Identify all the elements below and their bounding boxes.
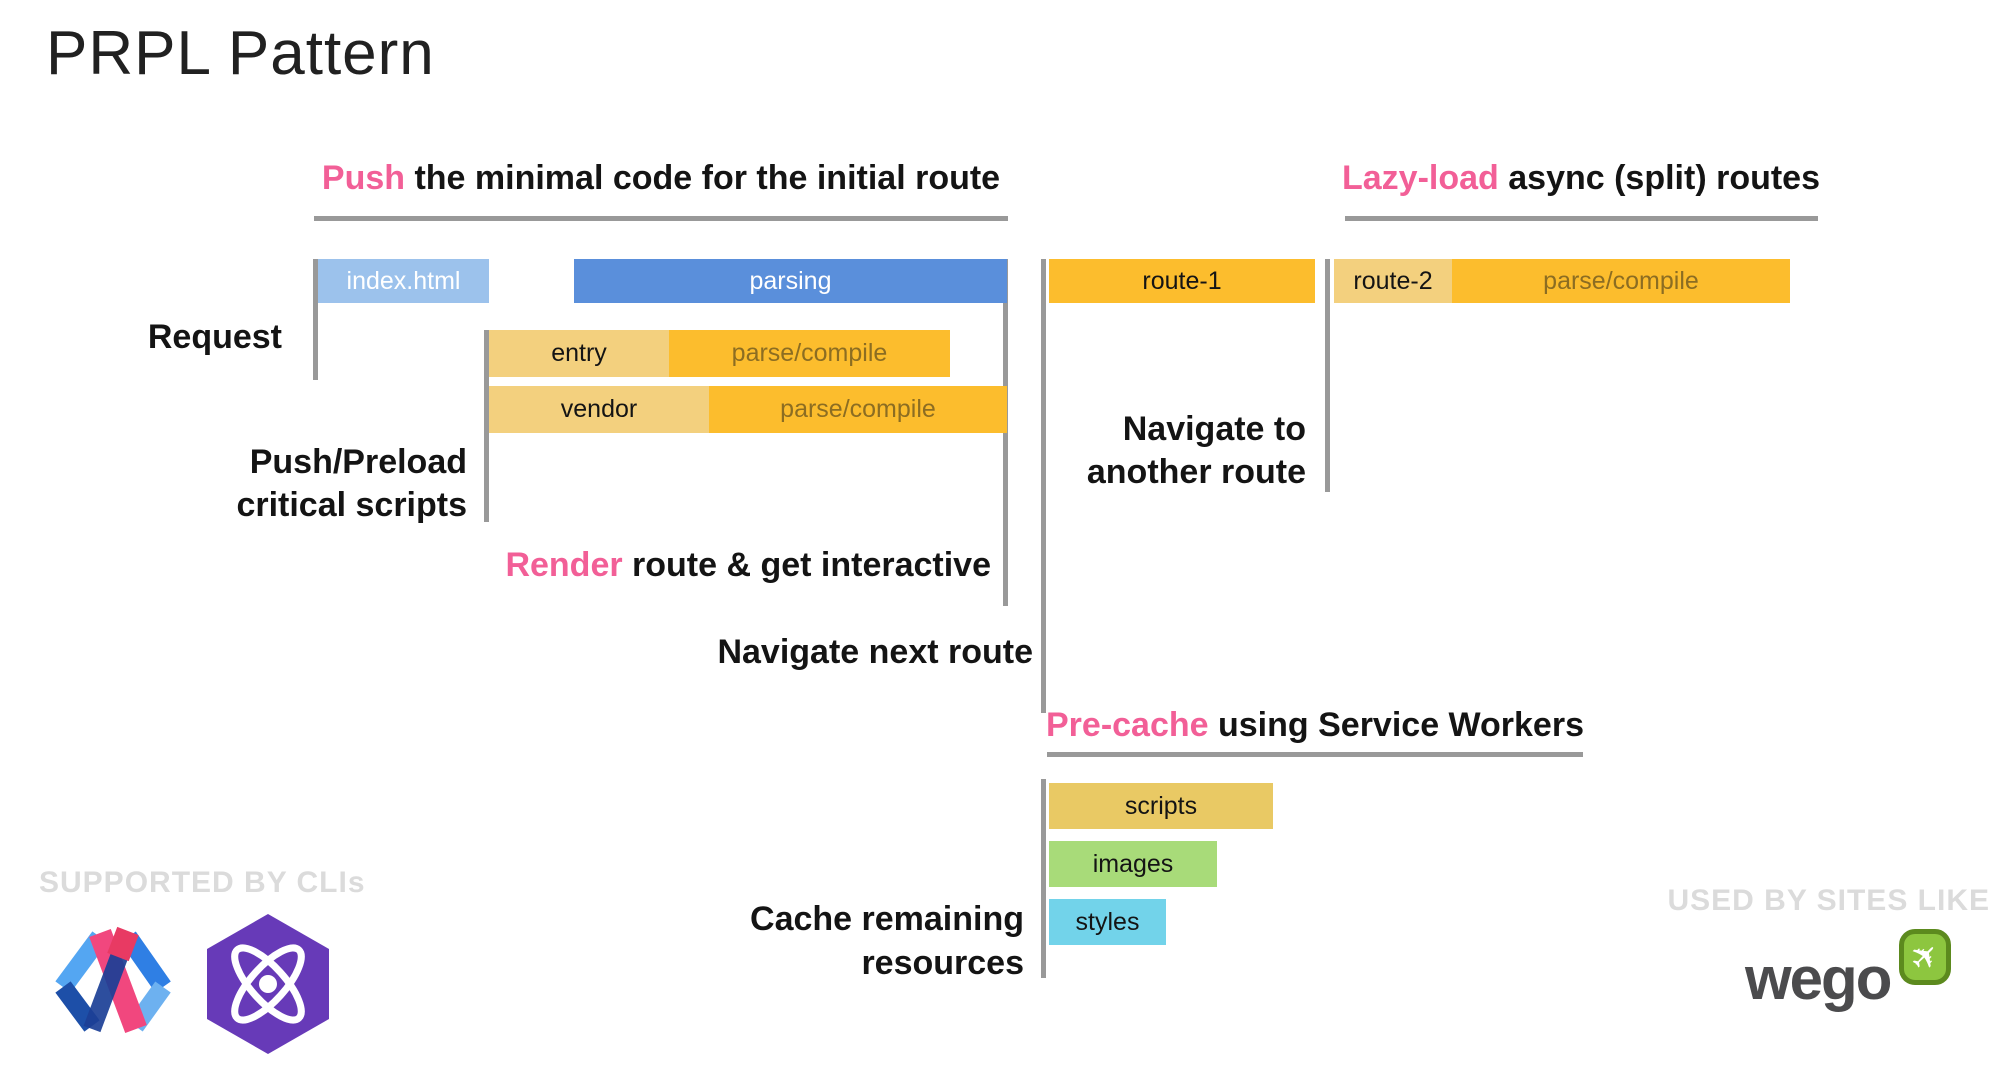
push-underline — [314, 216, 1008, 221]
request-label: Request — [147, 318, 282, 356]
navigate-another-line2: another route — [1086, 453, 1306, 491]
lazy-rest: async (split) routes — [1498, 159, 1821, 197]
precache-underline — [1047, 752, 1583, 757]
bar-route-2: route-2 — [1334, 259, 1452, 303]
navigate-another-line1: Navigate to — [1122, 410, 1306, 448]
navigate-another-label: Navigate to another route — [1087, 408, 1306, 494]
push-preload-line1: Push/Preload — [249, 443, 467, 481]
preact-logo-svg — [207, 914, 329, 1054]
polymer-logo-svg — [55, 926, 171, 1034]
push-rest: the minimal code for the initial route — [405, 159, 1001, 197]
wego-logo-text: wego — [1745, 945, 1892, 1012]
navigate-another-marker-line — [1325, 259, 1330, 492]
render-label: Render route & get interactive — [505, 544, 991, 587]
bar-vendor: vendor — [489, 386, 709, 433]
cache-remaining-line1: Cache remaining — [750, 900, 1024, 938]
bar-route-1: route-1 — [1049, 259, 1315, 303]
navigate-next-label: Navigate next route — [717, 633, 1033, 671]
bar-entry: entry — [489, 330, 669, 377]
render-accent: Render — [505, 546, 623, 584]
bar-styles: styles — [1049, 899, 1166, 945]
bar-vendor-parse-compile: parse/compile — [709, 386, 1007, 433]
cache-remaining-label: Cache remaining resources — [750, 897, 1024, 985]
wego-badge: ✈ — [1899, 929, 1951, 985]
preload-marker-line — [484, 330, 489, 522]
push-preload-label: Push/Preload critical scripts — [236, 441, 467, 527]
render-rest: route & get interactive — [622, 546, 991, 584]
cache-remaining-line2: resources — [861, 944, 1024, 982]
request-marker-line — [313, 259, 318, 380]
lazy-underline — [1345, 216, 1818, 221]
used-by-sites-label: USED BY SITES LIKE — [1667, 884, 1990, 917]
navigate-next-marker-line — [1041, 259, 1046, 713]
bar-images: images — [1049, 841, 1217, 887]
lazy-section-header: Lazy-load async (split) routes — [1342, 159, 1820, 198]
bar-parsing: parsing — [574, 259, 1007, 303]
polymer-logo-icon — [48, 925, 178, 1042]
push-preload-line2: critical scripts — [236, 486, 467, 524]
precache-section-header: Pre-cache using Service Workers — [1046, 706, 1584, 745]
page-title: PRPL Pattern — [46, 19, 435, 88]
airplane-icon: ✈ — [1900, 932, 1950, 982]
preact-logo-icon — [207, 914, 329, 1059]
precache-marker-line — [1041, 779, 1046, 978]
precache-accent: Pre-cache — [1046, 706, 1209, 744]
bar-index-html: index.html — [318, 259, 489, 303]
bar-route-2-parse-compile: parse/compile — [1452, 259, 1790, 303]
bar-scripts: scripts — [1049, 783, 1273, 829]
push-accent: Push — [321, 159, 406, 197]
precache-rest: using Service Workers — [1208, 706, 1584, 744]
supported-by-clis-label: SUPPORTED BY CLIs — [39, 866, 366, 899]
bar-entry-parse-compile: parse/compile — [669, 330, 950, 377]
lazy-accent: Lazy-load — [1341, 159, 1499, 197]
push-section-header: Push the minimal code for the initial ro… — [322, 159, 1000, 198]
